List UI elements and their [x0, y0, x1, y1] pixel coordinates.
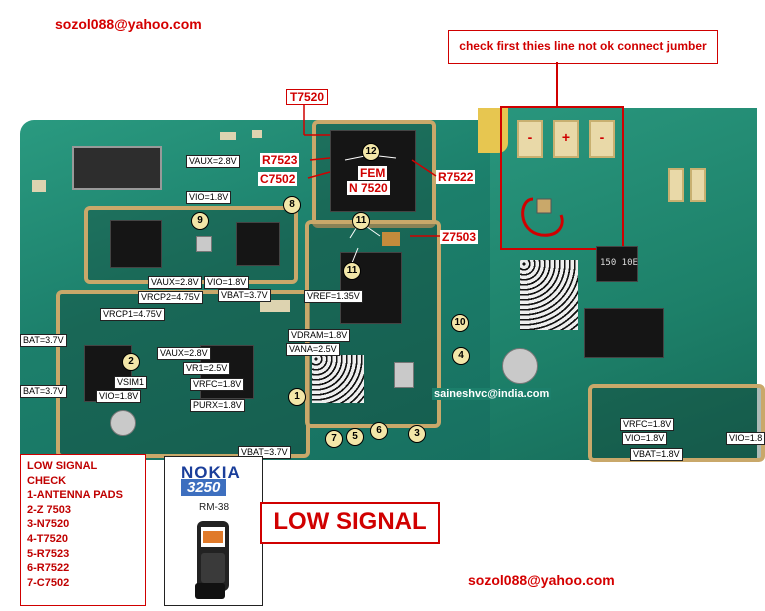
- pad-sign: +: [561, 129, 571, 145]
- email-bottom-right: sozol088@yahoo.com: [468, 572, 615, 588]
- marker-8: 8: [283, 196, 301, 214]
- phone-card: NOKIA 3250 RM-38: [164, 456, 263, 606]
- marker-7: 7: [325, 430, 343, 448]
- marker-5: 5: [346, 428, 364, 446]
- label-bat: BAT=3.7V: [20, 385, 67, 398]
- legend-line: 1-ANTENNA PADS: [27, 489, 123, 502]
- label-vio: VIO=1.8: [726, 432, 765, 445]
- component: [394, 362, 414, 388]
- board-credit-email: saineshvc@india.com: [432, 388, 552, 400]
- legend-line: 7-C7502: [27, 576, 70, 589]
- low-signal-title: LOW SIGNAL: [260, 502, 440, 544]
- fem-label-line2: N 7520: [347, 181, 390, 195]
- label-vsim1: VSIM1: [114, 376, 148, 389]
- jumper-note: check first thies line not ok connect ju…: [448, 30, 718, 64]
- label-vaux: VAUX=2.8V: [157, 347, 211, 360]
- label-vio: VIO=1.8V: [96, 390, 142, 403]
- label-vio: VIO=1.8V: [204, 276, 250, 289]
- antenna-pad: -: [517, 120, 543, 158]
- phone-image: [195, 521, 229, 599]
- component: [196, 236, 212, 252]
- component: [382, 232, 400, 246]
- marker-6: 6: [370, 422, 388, 440]
- marker-2: 2: [122, 353, 140, 371]
- pad: [690, 168, 706, 202]
- legend-box: LOW SIGNAL CHECK 1-ANTENNA PADS 2-Z 7503…: [20, 454, 146, 606]
- component: [220, 132, 236, 140]
- phone-brand: NOKIA: [181, 463, 241, 482]
- phone-code: RM-38: [199, 502, 230, 513]
- label-vbat: VBAT=3.7V: [218, 289, 271, 302]
- ref-t7520: T7520: [286, 89, 329, 105]
- pad-sign: -: [599, 129, 605, 145]
- label-vrfc: VRFC=1.8V: [190, 378, 245, 391]
- capacitor: [596, 246, 638, 282]
- legend-line: LOW SIGNAL: [27, 460, 98, 472]
- speaker-grille: [520, 260, 578, 330]
- label-vaux: VAUX=2.8V: [186, 155, 240, 168]
- legend-line: 6-R7522: [27, 562, 70, 575]
- marker-10: 10: [451, 314, 469, 332]
- label-vbat: VBAT=1.8V: [630, 448, 683, 461]
- label-purx: PURX=1.8V: [190, 399, 245, 412]
- email-top-left: sozol088@yahoo.com: [55, 16, 202, 32]
- board-connector: [72, 146, 162, 190]
- marker-12: 12: [362, 143, 380, 161]
- label-vr1: VR1=2.5V: [183, 362, 231, 375]
- label-vaux: VAUX=2.8V: [148, 276, 202, 289]
- label-vbat: VBAT=3.7V: [238, 446, 291, 459]
- marker-4: 4: [452, 347, 470, 365]
- phone-model: 3250: [181, 479, 227, 496]
- label-vrfc: VRFC=1.8V: [620, 418, 675, 431]
- marker-3: 3: [408, 425, 426, 443]
- component: [502, 348, 538, 384]
- component: [32, 180, 46, 192]
- label-vrcp2: VRCP2=4.75V: [138, 291, 203, 304]
- label-bat: BAT=3.7V: [20, 334, 67, 347]
- label-vref: VREF=1.35V: [304, 290, 363, 303]
- label-vana: VANA=2.5V: [286, 343, 340, 356]
- marker-11-top: 11: [352, 212, 370, 230]
- ref-r7522: R7522: [436, 170, 476, 184]
- pad: [668, 168, 684, 202]
- legend-line: CHECK: [27, 474, 67, 487]
- component: [252, 130, 262, 138]
- antenna-jumper-marker: [521, 197, 564, 237]
- component: [110, 410, 136, 436]
- legend-line: 2-Z 7503: [27, 503, 72, 516]
- legend-line: 4-T7520: [27, 532, 68, 545]
- capacitor-marking: 150 10E: [600, 258, 638, 268]
- label-vio: VIO=1.8V: [186, 191, 232, 204]
- label-vio: VIO=1.8V: [622, 432, 668, 445]
- antenna-pad: +: [553, 120, 579, 158]
- ref-c7502: C7502: [258, 172, 298, 186]
- marker-11-bottom: 11: [343, 262, 361, 280]
- component: [260, 300, 290, 312]
- antenna-pads-box: [500, 106, 624, 250]
- marker-9: 9: [191, 212, 209, 230]
- legend-line: 3-N7520: [27, 518, 70, 531]
- gold-notch: [478, 108, 508, 153]
- ref-r7523: R7523: [260, 153, 300, 167]
- pad-sign: -: [527, 129, 533, 145]
- label-vdram: VDRAM=1.8V: [288, 329, 351, 342]
- chip: [236, 222, 280, 266]
- legend-line: 5-R7523: [27, 547, 70, 560]
- speaker-grille: [312, 355, 364, 403]
- chip: [584, 308, 664, 358]
- fem-label-line1: FEM: [358, 166, 388, 180]
- marker-1: 1: [288, 388, 306, 406]
- antenna-pad: -: [589, 120, 615, 158]
- chip: [110, 220, 162, 268]
- label-vrcp1: VRCP1=4.75V: [100, 308, 165, 321]
- ref-z7503: Z7503: [440, 230, 479, 244]
